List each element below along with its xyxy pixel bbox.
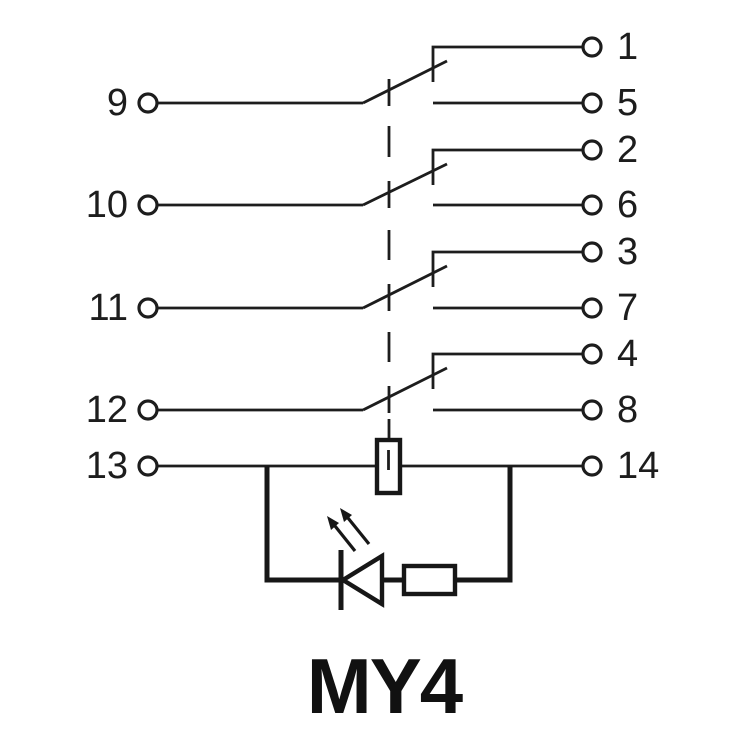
terminal-11-label: 11 bbox=[89, 287, 128, 329]
terminal-1-label: 1 bbox=[617, 26, 638, 68]
terminal-3-circle bbox=[581, 241, 603, 263]
pole-3-no-contact-line bbox=[431, 250, 583, 287]
terminal-10-circle bbox=[137, 194, 159, 216]
branch-left-wire bbox=[264, 466, 339, 583]
led-arrow-1-head bbox=[327, 516, 339, 530]
terminal-14-circle bbox=[581, 455, 603, 477]
pole-4-switch: 12 4 8 bbox=[86, 333, 638, 431]
terminal-2-label: 2 bbox=[617, 129, 638, 171]
branch-right-wire bbox=[455, 466, 513, 583]
terminal-4-label: 4 bbox=[617, 333, 638, 375]
pole-2-no-contact-line bbox=[431, 148, 583, 185]
terminal-11-circle bbox=[137, 297, 159, 319]
terminal-14-label: 14 bbox=[617, 445, 659, 487]
terminal-10-label: 10 bbox=[86, 184, 128, 226]
pole-1-no-contact-line bbox=[431, 45, 583, 82]
terminal-7-circle bbox=[581, 297, 603, 319]
terminal-8-circle bbox=[581, 399, 603, 421]
terminal-8-label: 8 bbox=[617, 389, 638, 431]
led-emission-arrows bbox=[327, 508, 371, 552]
terminal-2-circle bbox=[581, 139, 603, 161]
terminal-4-circle bbox=[581, 343, 603, 365]
terminal-13-circle bbox=[137, 455, 159, 477]
pole-1-switch: 9 1 5 bbox=[107, 26, 638, 124]
terminal-5-label: 5 bbox=[617, 82, 638, 124]
coil-circuit: 13 14 bbox=[86, 437, 659, 496]
pole-4-no-contact-line bbox=[431, 352, 583, 389]
terminal-12-label: 12 bbox=[86, 389, 128, 431]
terminal-1-circle bbox=[581, 36, 603, 58]
terminal-9-circle bbox=[137, 92, 159, 114]
led-arrow-2-shaft bbox=[346, 516, 371, 546]
terminal-3-label: 3 bbox=[617, 231, 638, 273]
terminal-12-circle bbox=[137, 399, 159, 421]
terminal-13-label: 13 bbox=[86, 445, 128, 487]
indicator-branch bbox=[264, 466, 513, 610]
resistor-body bbox=[401, 563, 458, 597]
model-label: MY4 bbox=[307, 642, 463, 730]
led-triangle bbox=[338, 552, 385, 608]
led-arrow-1-shaft bbox=[333, 525, 357, 552]
terminal-5-circle bbox=[581, 92, 603, 114]
terminal-6-circle bbox=[581, 194, 603, 216]
terminal-9-label: 9 bbox=[107, 82, 128, 124]
pole-2-switch: 10 2 6 bbox=[86, 129, 638, 226]
terminal-6-label: 6 bbox=[617, 184, 638, 226]
led-arrow-2-head bbox=[340, 508, 352, 522]
pole-3-switch: 11 3 7 bbox=[89, 231, 639, 329]
terminal-7-label: 7 bbox=[617, 287, 638, 329]
